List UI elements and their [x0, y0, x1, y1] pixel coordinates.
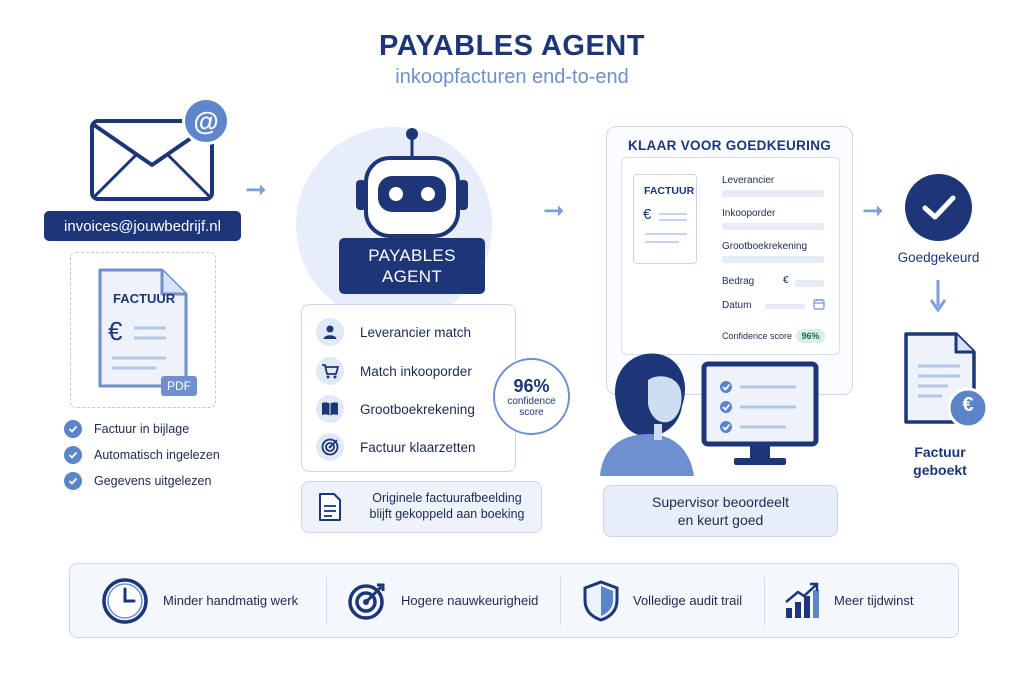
field-confidence-label: Confidence score [722, 331, 793, 341]
arrow-down-icon [929, 280, 947, 313]
arrow-right-icon: ➞ [245, 174, 267, 204]
check-label: Automatisch ingelezen [94, 448, 220, 462]
page-subtitle: inkoopfacturen end-to-end [395, 66, 629, 88]
approval-title: KLAAR VOOR GOEDKEURING [627, 138, 832, 153]
invoice-document-icon [98, 268, 188, 388]
clock-icon [102, 577, 148, 624]
step-po-match: Match inkooporder [316, 357, 472, 385]
field-supplier-input[interactable] [722, 190, 824, 197]
field-ledger-label: Grootboekrekening [722, 241, 808, 252]
document-icon [319, 493, 341, 521]
page-title: PAYABLES AGENT [379, 30, 645, 62]
intake-checklist: Factuur in bijlage Automatisch ingelezen… [64, 416, 220, 494]
approved-check-icon [905, 174, 972, 241]
confidence-label-line1: confidence [507, 395, 556, 407]
field-date-label: Datum [722, 300, 752, 311]
check-label: Factuur in bijlage [94, 422, 190, 436]
benefit-item: Meer tijdwinst [784, 563, 913, 638]
check-item: Gegevens uitgelezen [64, 468, 220, 494]
target-icon [348, 583, 385, 620]
booked-line1: Factuur [914, 444, 966, 460]
confidence-pill: 96% [796, 329, 825, 343]
amount-euro-icon: € [783, 275, 789, 286]
euro-icon: € [643, 206, 652, 223]
agent-name-line2: AGENT [381, 267, 443, 286]
pdf-badge: PDF [161, 376, 197, 396]
step-prepare-invoice: Factuur klaarzetten [316, 433, 476, 461]
note-line1: Originele factuurafbeelding [372, 491, 522, 505]
approved-label: Goedgekeurd [897, 250, 980, 265]
field-amount-label: Bedrag [722, 276, 755, 287]
booked-line2: geboekt [913, 462, 967, 478]
supervisor-line2: en keurt goed [677, 512, 764, 528]
arrow-right-icon: ➞ [543, 195, 565, 225]
growth-chart-icon [785, 582, 819, 618]
benefit-divider [764, 577, 765, 625]
at-sign-icon: @ [182, 97, 230, 145]
euro-icon: € [108, 316, 123, 346]
field-po-label: Inkooporder [722, 208, 776, 219]
booked-euro-icon: € [962, 394, 974, 416]
invoice-preview-lines [645, 213, 687, 243]
field-amount-input[interactable] [795, 280, 824, 287]
supervisor-card [603, 485, 838, 537]
step-label: Leverancier match [360, 324, 472, 340]
field-supplier-label: Leverancier [722, 175, 775, 186]
note-text: Originele factuurafbeelding blijft gekop… [357, 490, 537, 522]
step-label: Match inkooporder [360, 363, 472, 379]
field-po-input[interactable] [722, 223, 824, 230]
original-image-note [301, 481, 542, 533]
benefit-divider [326, 577, 327, 625]
benefit-item: Volledige audit trail [583, 563, 742, 638]
confidence-label-line2: score [519, 406, 544, 418]
check-label: Gegevens uitgelezen [94, 474, 212, 488]
confidence-value: 96% [513, 375, 550, 396]
supervisor-illustration [600, 353, 819, 476]
field-date-input[interactable] [765, 304, 805, 309]
user-icon [316, 318, 344, 346]
attachment-zone [70, 252, 216, 408]
target-icon [316, 433, 344, 461]
agent-steps-card: Leverancier match Match inkooporder Groo… [301, 304, 516, 472]
step-label: Factuur klaarzetten [360, 439, 476, 455]
confidence-score-badge: 96% confidence score [493, 358, 570, 435]
benefits-bar [69, 563, 959, 638]
arrow-right-icon: ➞ [862, 195, 884, 225]
benefit-label: Meer tijdwinst [834, 593, 914, 608]
shield-icon [583, 579, 619, 622]
cart-icon [316, 357, 344, 385]
agent-name-badge: PAYABLES AGENT [339, 238, 485, 294]
email-address: invoices@jouwbedrijf.nl [44, 211, 241, 241]
book-icon [316, 395, 344, 423]
check-icon [64, 446, 82, 464]
field-ledger-input[interactable] [722, 256, 824, 263]
benefit-label: Hogere nauwkeurigheid [401, 593, 539, 608]
booked-label: Factuur geboekt [890, 443, 990, 479]
check-item: Factuur in bijlage [64, 416, 220, 442]
benefit-divider [560, 577, 561, 625]
step-label: Grootboekrekening [360, 401, 475, 417]
invoice-label: FACTUUR [113, 291, 176, 306]
benefit-label: Minder handmatig werk [163, 593, 299, 608]
benefit-item: Hogere nauwkeurigheid [347, 563, 538, 638]
robot-icon [356, 128, 468, 238]
booked-invoice-icon [904, 332, 989, 429]
benefit-label: Volledige audit trail [633, 593, 743, 608]
check-icon [64, 472, 82, 490]
calendar-icon[interactable] [813, 298, 825, 310]
note-line2: blijft gekoppeld aan boeking [369, 507, 525, 521]
check-item: Automatisch ingelezen [64, 442, 220, 468]
step-supplier-match: Leverancier match [316, 318, 471, 346]
benefit-item: Minder handmatig werk [101, 563, 298, 638]
supervisor-text: Supervisor beoordeelt en keurt goed [603, 493, 838, 529]
supervisor-line1: Supervisor beoordeelt [652, 494, 789, 510]
check-icon [64, 420, 82, 438]
invoice-preview-label: FACTUUR [644, 185, 695, 197]
envelope-icon [90, 119, 214, 201]
step-ledger: Grootboekrekening [316, 395, 475, 423]
agent-name-line1: PAYABLES [368, 246, 456, 265]
